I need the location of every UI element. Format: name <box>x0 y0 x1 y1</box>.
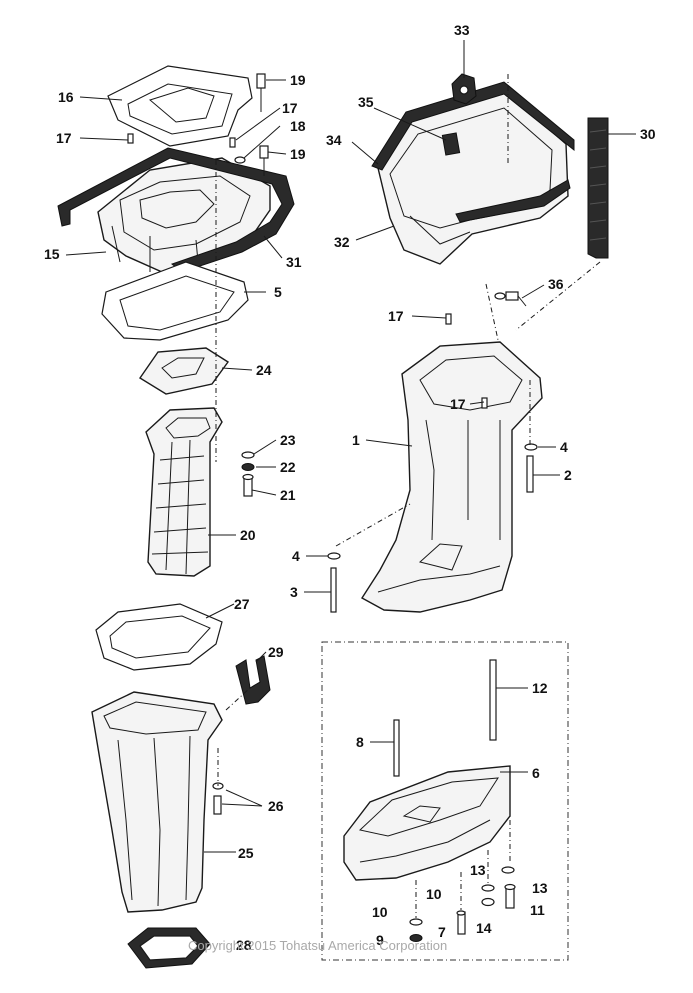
sub-assembly-box <box>321 641 569 961</box>
part-16-gasket[interactable] <box>107 65 253 147</box>
part-8-stud[interactable] <box>393 719 400 777</box>
label-part-15: 15 <box>44 246 60 262</box>
label-part-2: 2 <box>564 467 572 483</box>
part-28-gasket[interactable] <box>127 927 211 969</box>
label-part-36: 36 <box>548 276 564 292</box>
part-24-plate[interactable] <box>139 347 230 395</box>
part-13-washer-a[interactable] <box>501 866 515 874</box>
part-34-edge-seal[interactable] <box>371 81 575 223</box>
part-10-washer[interactable] <box>409 918 423 926</box>
label-part-26: 26 <box>268 798 284 814</box>
label-part-7: 7 <box>438 924 446 940</box>
leader-lines <box>65 40 636 853</box>
part-27-gasket[interactable] <box>95 603 223 671</box>
label-part-21: 21 <box>280 487 296 503</box>
part-26-bolt[interactable] <box>212 782 224 815</box>
copyright-notice: Copyright 2015 Tohatsu America Corporati… <box>188 938 448 953</box>
part-3-stud[interactable] <box>330 567 337 613</box>
part-36-bolt[interactable] <box>494 291 527 307</box>
label-part-1: 1 <box>352 432 360 448</box>
alignment-lines <box>215 74 601 918</box>
label-part-30: 30 <box>640 126 656 142</box>
part-11-bolt[interactable] <box>504 883 516 909</box>
part-17-pin-c[interactable] <box>445 313 452 325</box>
part-19-bolt-top[interactable] <box>256 73 266 112</box>
label-part-17-c: 17 <box>388 308 404 324</box>
label-part-12: 12 <box>532 680 548 696</box>
part-33-grommet[interactable] <box>451 73 477 105</box>
label-part-11: 11 <box>530 902 545 918</box>
label-part-29: 29 <box>268 644 284 660</box>
label-part-13-b: 13 <box>532 880 548 896</box>
part-5-gasket[interactable] <box>101 261 249 341</box>
label-part-14: 14 <box>476 920 492 936</box>
label-part-5: 5 <box>274 284 282 300</box>
part-12-stud[interactable] <box>489 659 497 741</box>
label-part-33: 33 <box>454 22 470 38</box>
label-part-3: 3 <box>290 584 298 600</box>
label-part-10-a: 10 <box>426 886 442 902</box>
label-part-31: 31 <box>286 254 302 270</box>
label-part-25: 25 <box>238 845 254 861</box>
label-part-19-a: 19 <box>290 72 306 88</box>
label-part-20: 20 <box>240 527 256 543</box>
label-part-6: 6 <box>532 765 540 781</box>
part-4-washer-b[interactable] <box>327 552 341 560</box>
part-6-spacer[interactable] <box>343 765 511 881</box>
part-32-under-cover[interactable] <box>377 89 569 265</box>
part-2-stud[interactable] <box>526 455 534 493</box>
part-31-seal-strip[interactable] <box>57 147 295 273</box>
label-part-28: 28 <box>236 937 252 953</box>
label-part-8: 8 <box>356 734 364 750</box>
part-22-washer[interactable] <box>241 463 255 471</box>
part-17-pin-b[interactable] <box>229 137 236 148</box>
label-part-24: 24 <box>256 362 272 378</box>
part-25-extension-housing[interactable] <box>91 691 223 913</box>
label-part-27: 27 <box>234 596 250 612</box>
label-part-22: 22 <box>280 459 296 475</box>
label-part-35: 35 <box>358 94 374 110</box>
label-part-17-a: 17 <box>56 130 72 146</box>
part-17-pin-d[interactable] <box>481 397 488 409</box>
part-30-rubber-tube[interactable] <box>587 117 609 259</box>
label-part-19-b: 19 <box>290 146 306 162</box>
part-21-bolt[interactable] <box>242 473 254 497</box>
label-part-17-d: 17 <box>450 396 466 412</box>
part-18-washer[interactable] <box>234 156 246 164</box>
label-part-23: 23 <box>280 432 296 448</box>
part-17-pin-a[interactable] <box>127 133 134 144</box>
part-14-washer[interactable] <box>481 897 495 907</box>
label-part-32: 32 <box>334 234 350 250</box>
label-part-4-a: 4 <box>560 439 568 455</box>
part-7-bolt[interactable] <box>456 910 466 935</box>
label-part-10-b: 10 <box>372 904 388 920</box>
label-part-9: 9 <box>376 932 384 948</box>
part-35-label[interactable] <box>441 132 461 156</box>
label-part-13-a: 13 <box>470 862 486 878</box>
label-part-18: 18 <box>290 118 306 134</box>
part-20-exhaust-tube[interactable] <box>145 407 223 577</box>
label-part-4-b: 4 <box>292 548 300 564</box>
part-23-washer[interactable] <box>241 451 255 459</box>
label-part-34: 34 <box>326 132 342 148</box>
part-4-washer-a[interactable] <box>524 443 538 451</box>
label-part-17-b: 17 <box>282 100 298 116</box>
part-13-washer-b[interactable] <box>481 884 495 892</box>
part-1-drive-shaft-housing[interactable] <box>361 341 543 613</box>
part-9-nut[interactable] <box>409 934 423 942</box>
label-part-16: 16 <box>58 89 74 105</box>
